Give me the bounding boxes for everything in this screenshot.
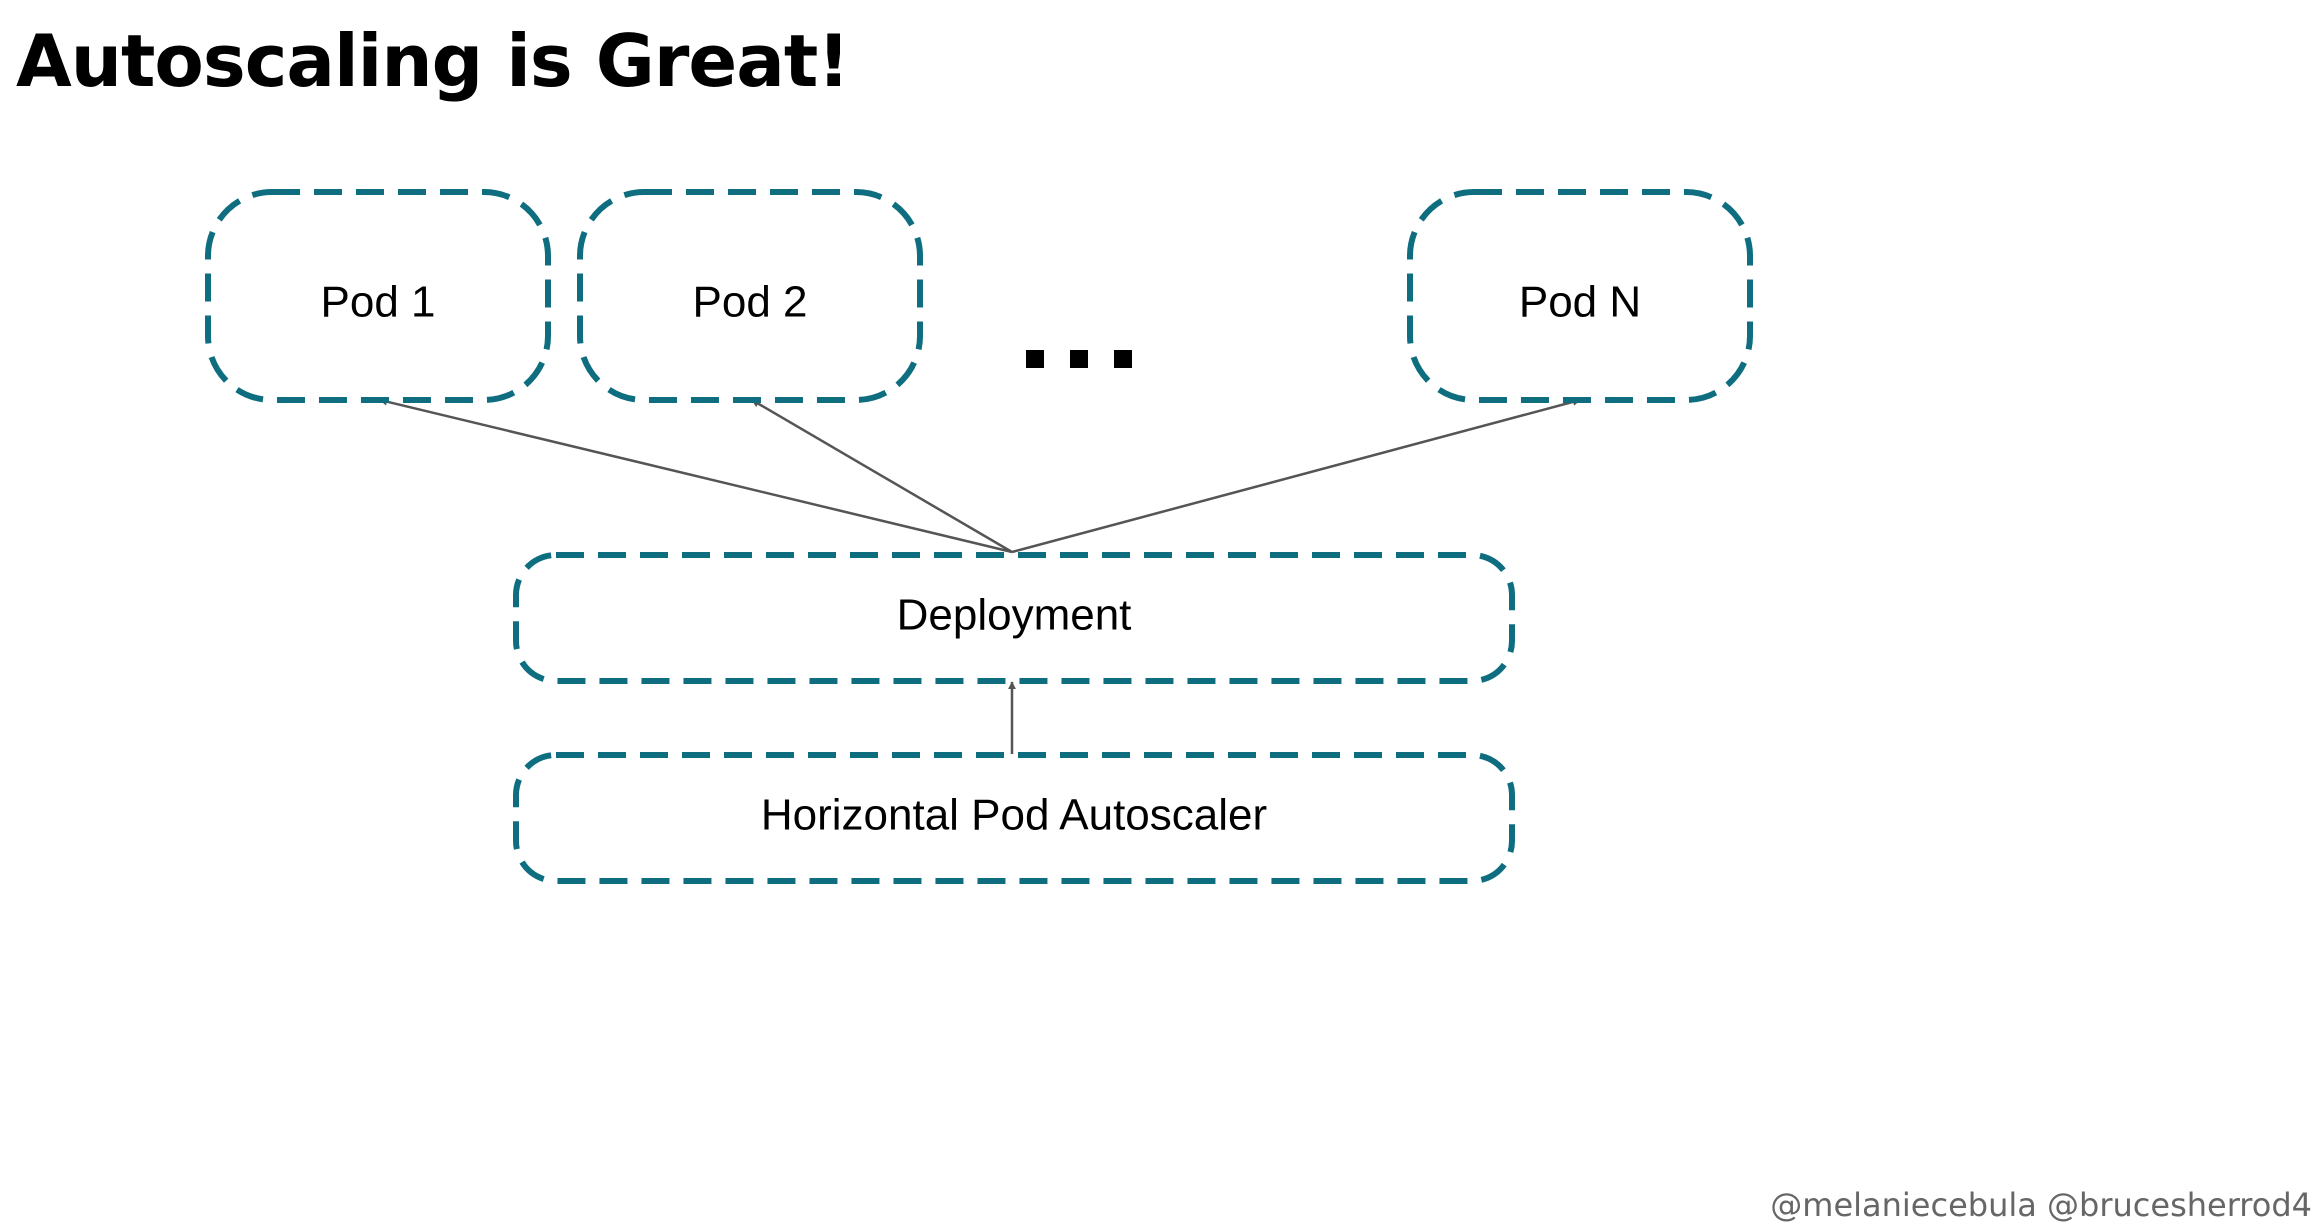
- pod-2-node: Pod 2: [577, 189, 923, 403]
- ellipsis-dot: [1114, 350, 1132, 368]
- pod-1-box: [205, 189, 551, 403]
- pod-1-node: Pod 1: [205, 189, 551, 403]
- deployment-node: Deployment: [513, 552, 1515, 684]
- pod-2-box: [577, 189, 923, 403]
- slide-title: Autoscaling is Great!: [16, 19, 850, 103]
- pod-1-label: Pod 1: [321, 278, 436, 327]
- pod-n-node: Pod N: [1407, 189, 1753, 403]
- footer-credit: @melaniecebula @brucesherrod4: [1770, 1186, 2312, 1224]
- hpa-node: Horizontal Pod Autoscaler: [513, 752, 1515, 884]
- edge-deployment-to-pod-1: [379, 397, 1013, 554]
- pod-n-label: Pod N: [1519, 278, 1641, 327]
- edges: [379, 397, 1581, 754]
- ellipsis-dot: [1026, 350, 1044, 368]
- hpa-label: Horizontal Pod Autoscaler: [761, 791, 1267, 840]
- ellipsis: [1026, 350, 1132, 368]
- edge-deployment-to-pod-n: [1011, 397, 1581, 554]
- pod-n-box: [1407, 189, 1753, 403]
- edge-deployment-to-pod-2: [751, 398, 1013, 554]
- ellipsis-dot: [1070, 350, 1088, 368]
- deployment-label: Deployment: [897, 591, 1132, 640]
- pod-2-label: Pod 2: [693, 278, 808, 327]
